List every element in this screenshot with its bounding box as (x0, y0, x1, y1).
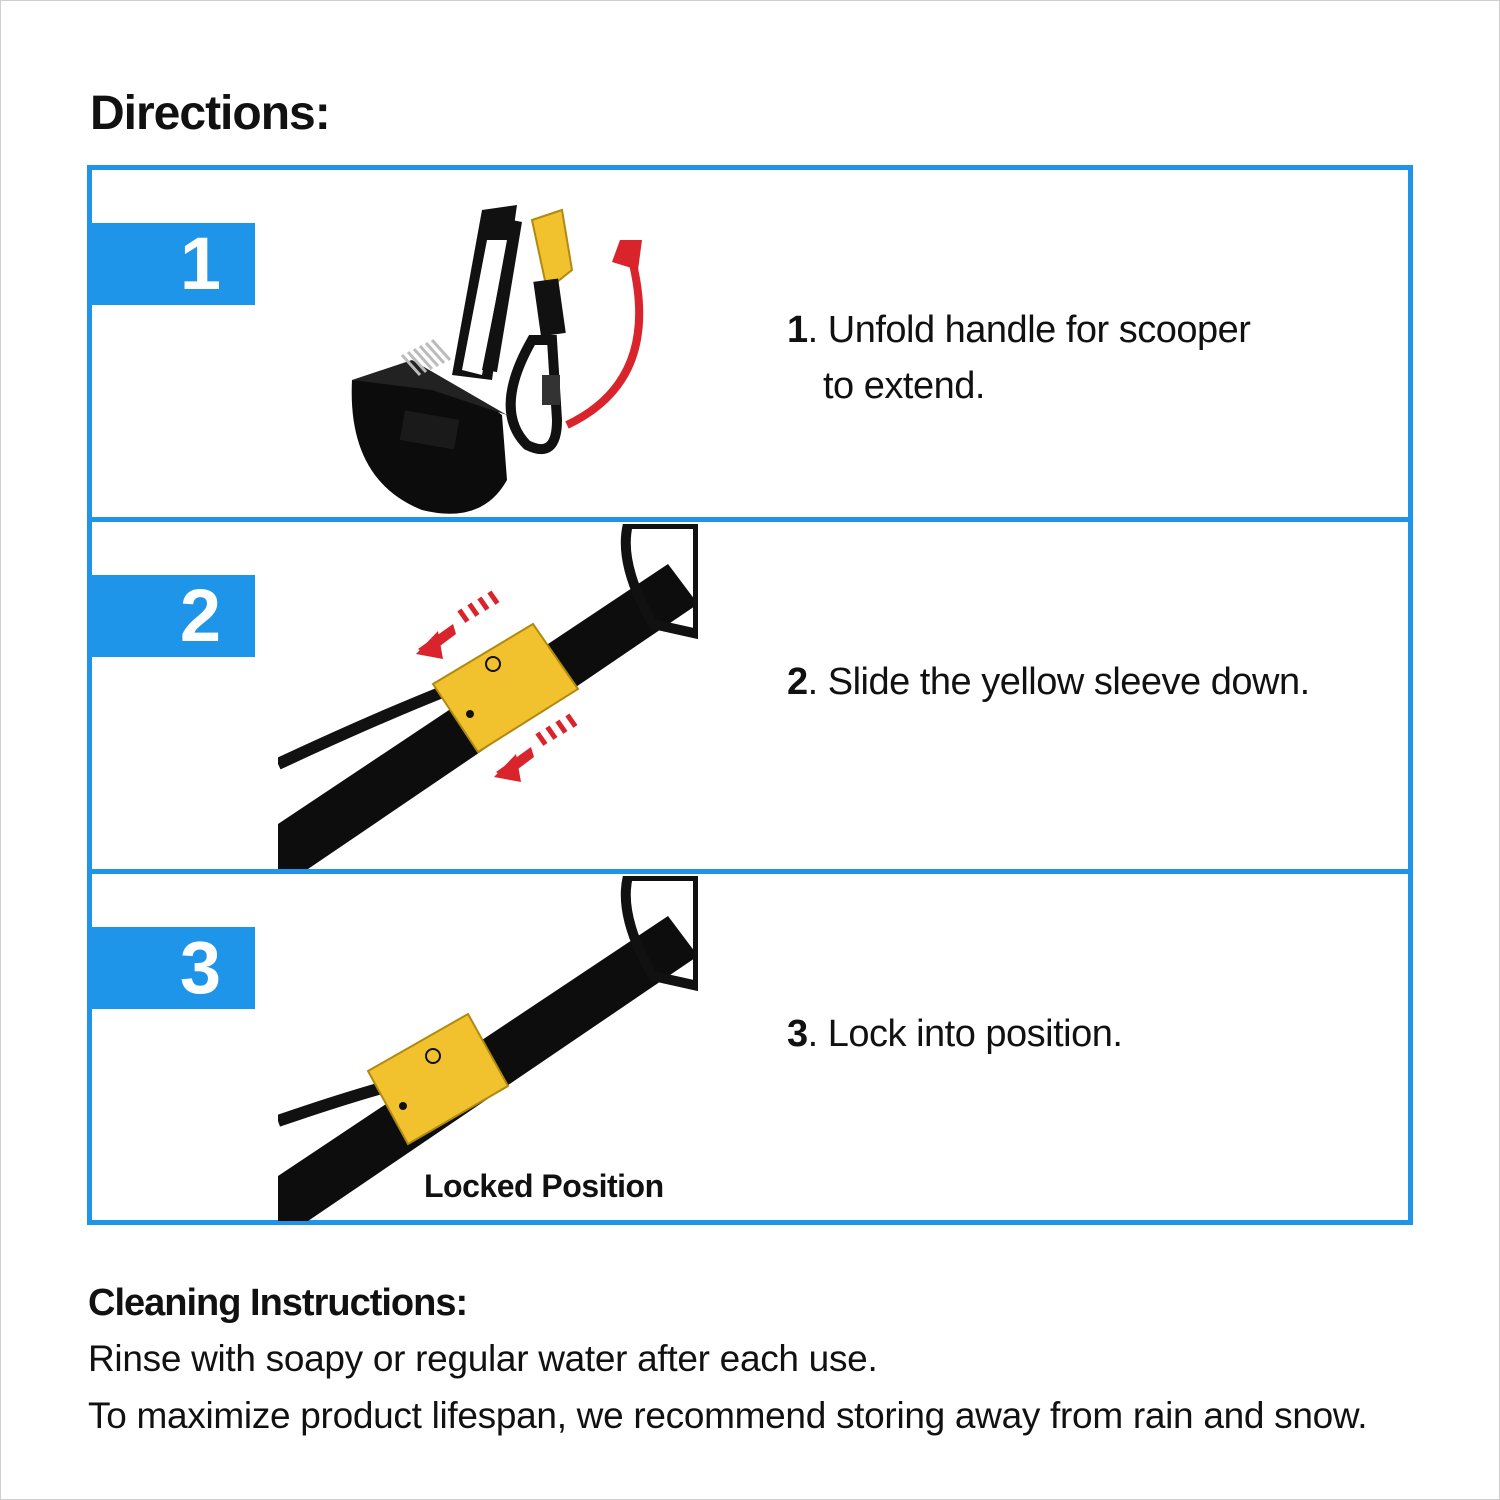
step-1-number: 1 (787, 309, 808, 351)
step-1: 1 1. Unfold (92, 170, 1408, 522)
step-2: 2 (92, 522, 1408, 874)
step-3-line1: . Lock into position. (807, 1013, 1123, 1055)
step-1-line2: to extend. (823, 365, 985, 407)
cleaning-title: Cleaning Instructions: (88, 1282, 468, 1324)
directions-panel: 1 1. Unfold (87, 165, 1413, 1225)
step-1-line1: . Unfold handle for scooper (807, 309, 1251, 351)
step-3-text: 3. Lock into position. (787, 1006, 1123, 1062)
locked-position-caption: Locked Position (424, 1168, 664, 1204)
cleaning-line-1: Rinse with soapy or regular water after … (88, 1338, 878, 1379)
step-3: 3 Locked Position 3. Lock into position. (92, 874, 1408, 1226)
directions-title: Directions: (90, 87, 331, 140)
step-2-number: 2 (787, 661, 808, 703)
locked-position-illustration (278, 876, 698, 1221)
step-1-text: 1. Unfold handle for scooper to extend. (787, 302, 1251, 414)
step-3-badge: 3 (92, 927, 255, 1009)
cleaning-line-2: To maximize product lifespan, we recomme… (88, 1395, 1368, 1436)
step-2-text: 2. Slide the yellow sleeve down. (787, 654, 1310, 710)
step-1-badge: 1 (92, 223, 255, 305)
scooper-unfold-illustration (351, 205, 644, 514)
step-2-line1: . Slide the yellow sleeve down. (807, 661, 1311, 703)
slide-sleeve-illustration (278, 524, 698, 869)
step-3-number: 3 (787, 1013, 808, 1055)
step-2-badge: 2 (92, 575, 255, 657)
